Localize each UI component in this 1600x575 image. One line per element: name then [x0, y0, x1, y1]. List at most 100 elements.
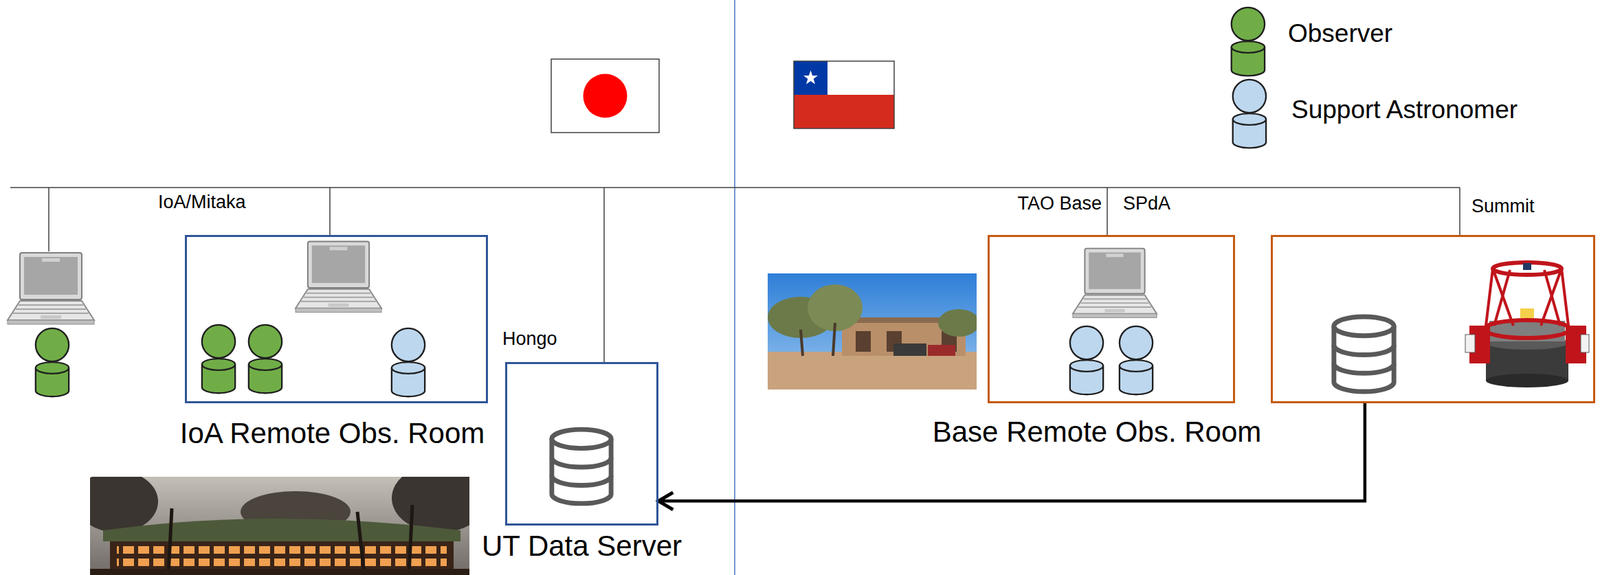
remote-room-box: IoA Remote Obs. Room: [184, 235, 488, 404]
chile-flag-part: [793, 94, 895, 129]
telescope-figure-part: [1520, 308, 1535, 319]
telescope-figure-part: [1485, 373, 1569, 388]
ioa-building-photo: [90, 476, 470, 575]
base-building-photo-part: [767, 351, 977, 390]
observer-icon: [202, 325, 236, 394]
telescope-figure-part: [1485, 268, 1569, 326]
chile-flag-part: [793, 61, 895, 129]
site-label: TAO Base: [1017, 193, 1102, 215]
japan-flag: [551, 59, 660, 133]
telescope-figure-part-part: [1561, 268, 1569, 326]
base-building-photo-part-part: [832, 323, 836, 357]
ioa-building-photo-part: [103, 518, 461, 542]
base-building-photo-part: [800, 323, 836, 357]
box-title: Summit: [1471, 195, 1535, 218]
telescope-figure-part-part: [1485, 268, 1493, 326]
telescope-figure-part: [1484, 320, 1570, 339]
base-building-photo-part: [855, 331, 871, 352]
title-holder: Summit: [1471, 195, 1535, 218]
telescope-figure-part: [1523, 263, 1532, 271]
telescope-figure-part-part: [1540, 268, 1562, 326]
ioa-building-photo-part-part: [357, 512, 365, 575]
laptop-icon: [1072, 248, 1157, 319]
support-icon: [1070, 326, 1104, 395]
site-label: SPdA: [1123, 193, 1171, 215]
base-building-photo-part: [938, 309, 977, 337]
label-holder: TAO Base: [1017, 193, 1102, 215]
ioa-building-photo-part-part: [408, 505, 413, 575]
legend-swatch: [1231, 7, 1265, 77]
data-transfer-arrow: [658, 403, 1365, 502]
telescope-figure-part: [1492, 262, 1562, 275]
telescope-figure-part: [1580, 334, 1590, 353]
network-line-part: [329, 187, 331, 236]
country-divider: [734, 0, 736, 575]
telescope-figure-part-part: [1492, 268, 1514, 326]
support-icon: [1119, 326, 1153, 395]
network-line-part: [1459, 187, 1461, 236]
label-holder: IoA/Mitaka: [158, 191, 247, 214]
box-title: UT Data Server: [481, 529, 682, 563]
observer-icon: [248, 325, 282, 394]
network-line-part: [603, 187, 605, 363]
ioa-building-photo-part-part: [168, 508, 172, 575]
database-icon: [551, 429, 611, 504]
legend-text-holder: Support Astronomer: [1291, 95, 1518, 126]
telescope-figure-part-part: [1494, 270, 1510, 326]
ioa-building-photo-part: [116, 543, 447, 569]
telescope-figure: [1465, 262, 1590, 388]
box-title: IoA Remote Obs. Room: [180, 417, 486, 451]
box-title: Base Remote Obs. Room: [932, 415, 1262, 449]
legend-person-swatch: [1228, 76, 1271, 154]
laptop-icon: [295, 241, 382, 313]
label-holder: Hongo: [502, 328, 558, 350]
base-building-photo-part: [893, 343, 927, 357]
legend-swatch: [1232, 79, 1266, 149]
chile-flag-part: [803, 70, 818, 85]
support-icon: [391, 328, 425, 397]
title-holder: UT Data Server: [481, 529, 682, 563]
chile-flag: [793, 61, 895, 129]
ioa-building-photo-part: [391, 476, 470, 533]
title-holder: Base Remote Obs. Room: [932, 415, 1262, 449]
site-label: Hongo: [502, 328, 558, 350]
base-building-photo-part-part: [800, 329, 803, 357]
network-line-part: [1106, 187, 1108, 236]
ioa-building-photo-part: [90, 476, 159, 533]
japan-flag-part: [583, 74, 628, 119]
base-building-photo-part: [927, 345, 956, 357]
legend-swatch-rim: [1232, 119, 1266, 126]
legend-label: Support Astronomer: [1291, 95, 1518, 126]
legend-label: Observer: [1287, 19, 1393, 49]
remote-room-box: Base Remote Obs. Room: [987, 235, 1236, 404]
laptop-icon: [7, 252, 95, 325]
legend-swatch-body: [1231, 41, 1265, 76]
ioa-building-photo-part: [168, 505, 413, 575]
japan-flag-part: [551, 59, 660, 133]
legend-text-holder: Observer: [1287, 19, 1393, 49]
data-server-box: UT Data Server: [505, 362, 659, 526]
legend-swatch-head: [1231, 7, 1265, 41]
network-line-part: [48, 187, 50, 252]
legend-swatch-body: [1232, 113, 1266, 148]
label-holder: SPdA: [1123, 193, 1171, 215]
telescope-figure-part: [1465, 334, 1475, 353]
network-line-part: [10, 186, 1460, 189]
title-holder: IoA Remote Obs. Room: [180, 417, 486, 451]
legend-swatch-rim: [1231, 47, 1265, 53]
legend-person-swatch: [1227, 4, 1269, 82]
summit-box: Summit: [1270, 235, 1596, 404]
chile-flag-part: [793, 61, 895, 129]
base-building-photo: [767, 273, 977, 390]
site-label: IoA/Mitaka: [158, 191, 247, 214]
ioa-building-photo-part: [109, 541, 454, 571]
database-icon: [1334, 316, 1394, 392]
telescope-figure-part-part: [1544, 270, 1561, 326]
legend-swatch-head: [1232, 79, 1266, 113]
ioa-building-photo-part: [90, 569, 470, 575]
